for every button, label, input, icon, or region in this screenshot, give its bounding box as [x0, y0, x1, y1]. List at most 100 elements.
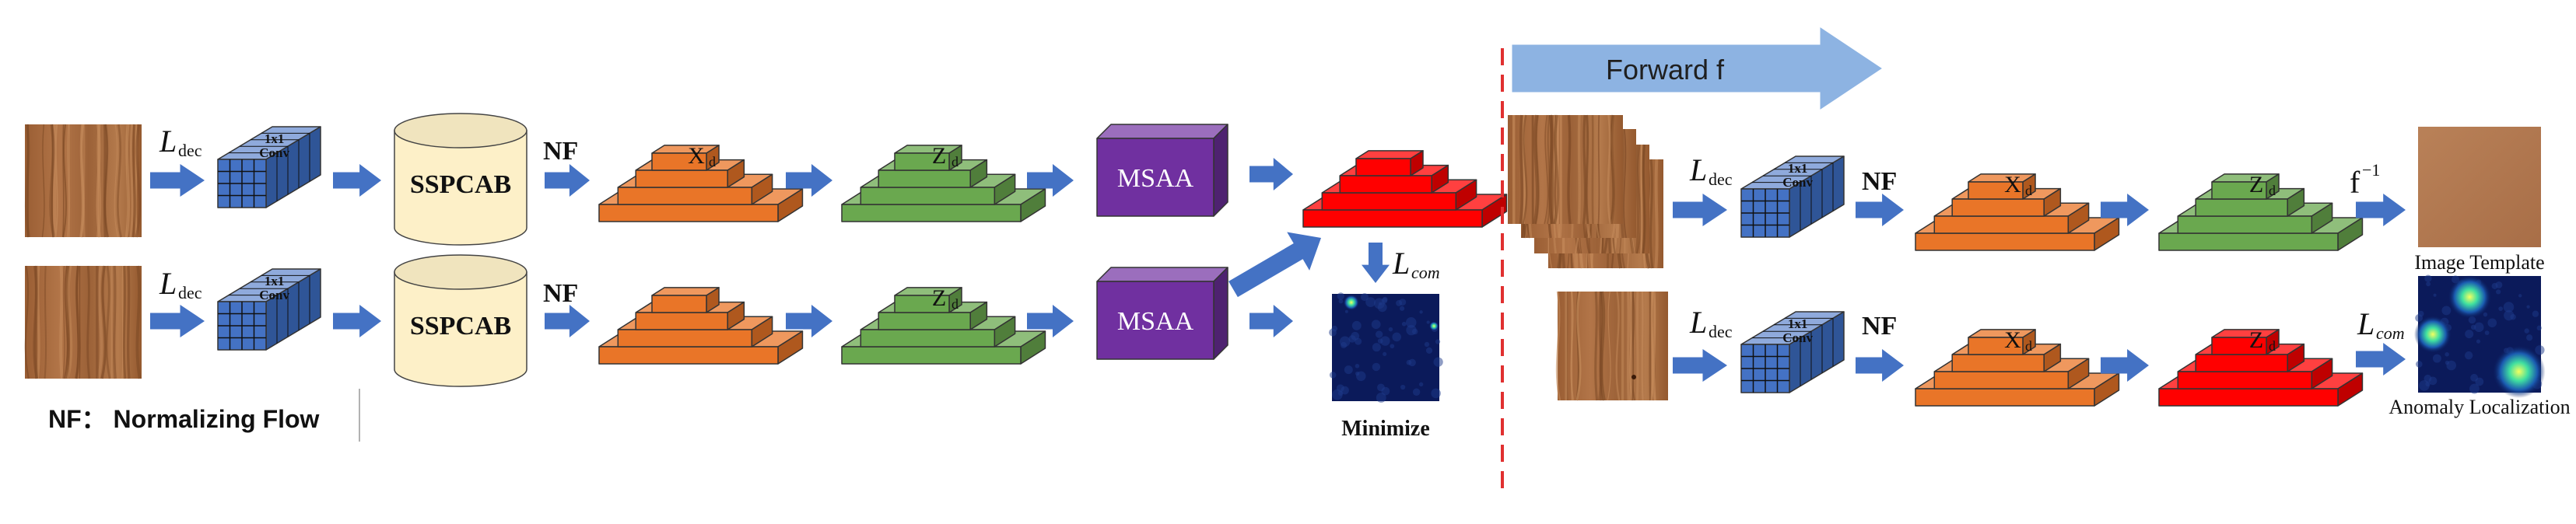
wood-grain	[1598, 291, 1603, 401]
conv-label-line2: Conv	[259, 288, 289, 302]
msaa-top	[1096, 124, 1228, 217]
heatmap-noise	[2433, 293, 2437, 297]
wood-grain	[112, 265, 117, 379]
pyramid-tier-front	[841, 346, 1022, 365]
msaa-front-face	[1096, 281, 1214, 360]
lcom-label-left-subscript: com	[1411, 263, 1440, 282]
wood-grain	[1519, 114, 1524, 225]
heatmap-noise	[1344, 309, 1348, 313]
heatmap-noise	[1400, 384, 1406, 390]
shape-layer	[217, 27, 2364, 498]
heatmap-noise	[2432, 354, 2441, 363]
arrow-conv-to-x-right-top	[1856, 194, 1904, 226]
heatmap-hotspot	[1343, 295, 1359, 311]
heatmap-noise	[2428, 376, 2438, 386]
xd-subscript: d	[2025, 338, 2032, 354]
wood-grain	[1546, 114, 1551, 225]
pyramid-tier-front	[1968, 181, 2024, 200]
pyramid-tier-front	[841, 204, 1022, 222]
heatmap-noise	[1435, 339, 1441, 344]
conv-label-line2: Conv	[259, 145, 289, 160]
heatmap-noise	[1377, 338, 1383, 344]
wood-grain	[1597, 114, 1600, 225]
minimize-label: Minimize	[1341, 417, 1430, 441]
wood-grain	[1609, 114, 1615, 225]
heatmap-noise	[1355, 363, 1360, 369]
finverse-label: f	[2350, 165, 2360, 200]
wood-grain	[126, 265, 131, 379]
wood-grain	[54, 124, 58, 238]
pyramid-tier-front	[2177, 371, 2313, 390]
wood-grain	[129, 124, 134, 238]
arrow-x-to-z-right-bottom	[2101, 349, 2149, 382]
arrow-test-to-conv	[1673, 349, 1727, 382]
wood-grain	[86, 265, 91, 379]
arrow-z-to-msaa-bottom	[1027, 305, 1074, 337]
heatmap-noise	[2535, 345, 2545, 355]
wood-grain	[1649, 291, 1652, 401]
pyramid-zd-right-bottom	[2158, 329, 2364, 407]
heatmap-hotspot	[1429, 321, 1439, 331]
wood-base	[1508, 115, 1623, 224]
wood-grain	[1607, 291, 1611, 401]
wood-grain	[1615, 291, 1621, 401]
input-image-top	[24, 124, 142, 238]
image-layer	[24, 114, 2546, 403]
heatmap-noise	[2487, 318, 2497, 328]
heatmap-noise	[1351, 331, 1360, 341]
heatmap-noise	[1412, 388, 1421, 396]
arrow-z-to-anomaly	[2356, 343, 2406, 376]
heatmap-noise	[1337, 292, 1344, 300]
arrow-input-to-conv-bottom	[150, 305, 205, 337]
pyramid-tier-front	[860, 187, 996, 205]
msaa-top-face	[1096, 267, 1228, 282]
ldec-label-top-subscript: dec	[178, 141, 202, 160]
wood-grain	[1544, 114, 1549, 225]
wood-grain	[82, 124, 86, 238]
wood-grain	[1551, 114, 1558, 225]
heatmap-minimize	[1329, 292, 1443, 403]
conv-label-line1: 1x1	[1788, 161, 1808, 176]
wood-grain	[74, 265, 81, 379]
arrow-conv-to-sspcab-bottom	[333, 305, 381, 337]
arrow-conv-to-x-right-bottom	[1856, 349, 1904, 382]
wood-grain	[63, 265, 68, 379]
wood-grain	[66, 124, 70, 238]
heatmap-noise	[2524, 328, 2529, 334]
heatmap-noise	[2465, 330, 2474, 339]
wood-grain	[36, 265, 40, 379]
heatmap-noise	[1388, 327, 1393, 332]
sspcab-bottom	[394, 254, 527, 387]
pyramid-tier-front	[2195, 354, 2288, 372]
cylinder-body	[394, 271, 527, 387]
wood-grain	[62, 124, 67, 238]
wood-grain	[1553, 114, 1560, 225]
pyramid-tier-front	[894, 152, 950, 171]
zd-subscript: d	[952, 154, 959, 169]
sspcab-label: SSPCAB	[410, 312, 511, 341]
pyramid-tier-front	[598, 346, 779, 365]
arrow-sspcab-to-x-top	[545, 164, 590, 197]
pyramid-tier-front	[1355, 158, 1411, 176]
heatmap-noise	[2496, 289, 2501, 295]
wood-grain	[96, 265, 103, 379]
wood-grain	[33, 265, 38, 379]
pyramid-xd-bottom	[598, 287, 804, 365]
wood-grain	[66, 265, 73, 379]
wood-grain	[135, 265, 142, 379]
heatmap-noise	[1377, 302, 1387, 313]
xd-label: X	[688, 143, 705, 169]
heatmap-noise	[2491, 282, 2498, 289]
heatmap-noise	[2415, 314, 2424, 322]
nf-label-right-bottom: NF	[1862, 312, 1897, 341]
conv-label-line2: Conv	[1782, 175, 1813, 190]
cylinder-body	[394, 130, 527, 246]
heatmap-noise	[1425, 347, 1433, 354]
image-template-label: Image Template	[2414, 251, 2544, 274]
zd-subscript: d	[2269, 338, 2276, 354]
wood-grain	[41, 124, 45, 238]
wood-grain	[1582, 114, 1587, 225]
heatmap-noise	[1344, 365, 1353, 375]
pyramid-tier-front	[2158, 388, 2339, 407]
